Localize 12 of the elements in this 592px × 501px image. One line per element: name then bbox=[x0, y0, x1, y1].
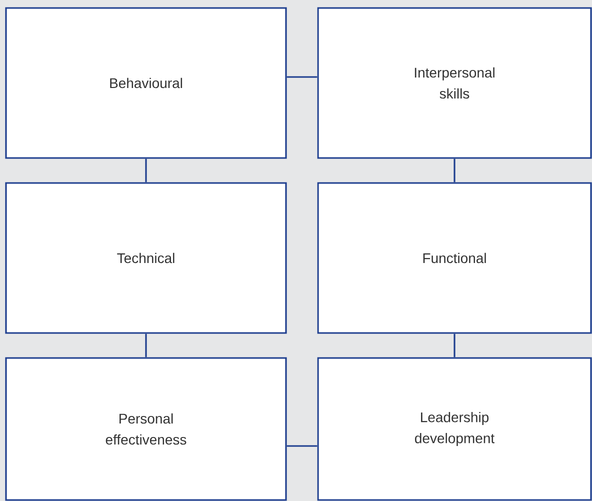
category-box: Leadership development bbox=[317, 357, 592, 501]
connector-line bbox=[145, 334, 147, 358]
category-box: Behavioural bbox=[5, 7, 287, 159]
connector-line bbox=[286, 76, 318, 78]
category-box: Interpersonal skills bbox=[317, 7, 592, 159]
connector-line bbox=[454, 158, 456, 182]
connector-line bbox=[145, 158, 147, 182]
connector-line bbox=[454, 334, 456, 358]
category-box: Technical bbox=[5, 182, 287, 334]
category-box: Personal effectiveness bbox=[5, 357, 287, 501]
category-box: Functional bbox=[317, 182, 592, 334]
connector-line bbox=[286, 445, 318, 447]
